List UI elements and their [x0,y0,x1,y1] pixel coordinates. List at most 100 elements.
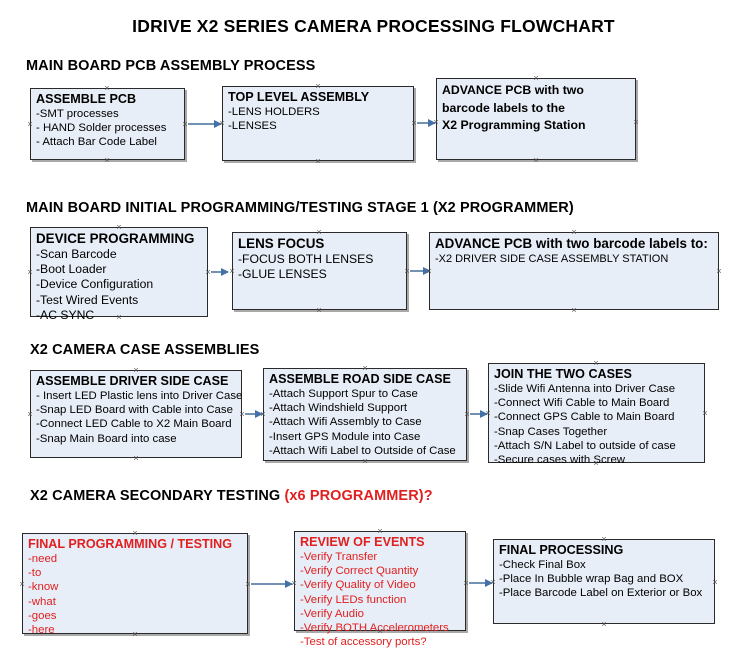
connection-handle[interactable] [484,409,493,418]
connection-handle[interactable] [425,267,434,276]
connection-handle[interactable] [711,578,720,587]
box-content: REVIEW OF EVENTS -Verify Transfer -Verif… [295,532,465,649]
box-item: -Verify Transfer [300,551,378,563]
box-header: DEVICE PROGRAMMING [36,231,195,246]
box-item: -Attach Windshield Support [269,402,408,415]
box-item: -LENSES [228,120,277,133]
box-header: REVIEW OF EVENTS [300,535,425,549]
box-item: -to [28,567,42,580]
box-item: -Verify Correct Quantity [300,565,419,578]
flow-arrow [188,119,222,128]
connection-handle[interactable] [228,267,237,276]
connection-handle[interactable] [26,268,35,277]
connection-handle[interactable] [259,410,268,419]
connection-handle[interactable] [701,409,710,418]
box-item: -Verify Quality of Video [300,579,416,592]
box-content: ADVANCE PCB with two barcode labels to: … [430,233,718,267]
box-content: FINAL PROCESSING -Check Final Box -Place… [494,540,714,601]
connection-handle[interactable] [361,457,370,466]
box-item: - Insert LED Plastic lens into Driver Ca… [36,390,243,402]
process-box-assemble-driver-side-case[interactable]: ASSEMBLE DRIVER SIDE CASE - Insert LED P… [30,370,242,458]
connection-handle[interactable] [715,267,724,276]
box-item: X2 Programming Station [442,118,586,132]
box-item: -FOCUS BOTH LENSES [238,252,374,266]
connection-handle[interactable] [532,156,541,165]
box-item: - Attach Bar Code Label [36,136,157,149]
process-box-advance-pcb-driver-station[interactable]: ADVANCE PCB with two barcode labels to: … [429,232,719,310]
box-item: -need [28,553,58,565]
process-box-top-level-assembly[interactable]: TOP LEVEL ASSEMBLY -LENS HOLDERS -LENSES [222,86,414,161]
connection-handle[interactable] [632,118,641,127]
connection-handle[interactable] [315,228,324,237]
connection-handle[interactable] [600,620,609,629]
connection-handle[interactable] [314,82,323,91]
connection-handle[interactable] [600,535,609,544]
box-item: -Device Configuration [36,277,154,292]
connection-handle[interactable] [489,578,498,587]
box-content: ASSEMBLE DRIVER SIDE CASE - Insert LED P… [31,371,243,446]
connection-handle[interactable] [18,580,27,589]
box-item: -Insert GPS Module into Case [269,430,421,443]
box-content: ADVANCE PCB with two barcode labels to t… [437,79,635,135]
connection-handle[interactable] [131,630,140,639]
box-item: barcode labels to the [442,100,565,115]
connection-handle[interactable] [532,74,541,83]
box-header: ASSEMBLE PCB [36,92,137,106]
box-item: -SMT processes [36,108,119,120]
box-item: -Verify LEDs function [300,593,407,606]
process-box-lens-focus[interactable]: LENS FOCUS -FOCUS BOTH LENSES -GLUE LENS… [232,232,407,310]
connection-handle[interactable] [314,157,323,166]
section-heading-2: MAIN BOARD INITIAL PROGRAMMING/TESTING S… [26,200,574,216]
process-box-advance-pcb-station[interactable]: ADVANCE PCB with two barcode labels to t… [436,78,636,160]
box-item: -what [28,595,56,608]
box-item: -Place In Bubble wrap Bag and BOX [499,573,684,586]
box-item: -Test Wired Events [36,292,139,307]
connection-handle[interactable] [115,313,124,322]
box-item: -Attach Wifi Assembly to Case [269,416,422,429]
box-content: JOIN THE TWO CASES -Slide Wifi Antenna i… [489,364,704,467]
connection-handle[interactable] [592,459,601,468]
connection-handle[interactable] [315,306,324,315]
section-heading-3: X2 CAMERA CASE ASSEMBLIES [30,342,260,358]
connection-handle[interactable] [103,84,112,93]
connection-handle[interactable] [592,359,601,368]
box-item: -goes [28,609,57,622]
box-item: -Connect GPS Cable to Main Board [494,411,675,424]
connection-handle[interactable] [218,119,227,128]
box-item: -Connect LED Cable to X2 Main Board [36,418,232,431]
box-item: -know [28,581,59,594]
connection-handle[interactable] [290,579,299,588]
connection-handle[interactable] [432,118,441,127]
process-box-assemble-road-side-case[interactable]: ASSEMBLE ROAD SIDE CASE -Attach Support … [263,368,467,461]
connection-handle[interactable] [132,366,141,375]
box-item: -here [28,624,55,637]
process-box-assemble-pcb[interactable]: ASSEMBLE PCB -SMT processes - HAND Solde… [30,88,185,160]
box-content: LENS FOCUS -FOCUS BOTH LENSES -GLUE LENS… [233,233,406,282]
process-box-review-of-events[interactable]: REVIEW OF EVENTS -Verify Transfer -Verif… [294,531,466,648]
process-box-final-processing[interactable]: FINAL PROCESSING -Check Final Box -Place… [493,539,715,624]
connection-handle[interactable] [361,364,370,373]
box-item: -GLUE LENSES [238,267,327,282]
process-box-final-programming-testing[interactable]: FINAL PROGRAMMING / TESTING -need -to -k… [22,533,248,637]
connection-handle[interactable] [570,306,579,315]
connection-handle[interactable] [115,223,124,232]
process-box-join-the-two-cases[interactable]: JOIN THE TWO CASES -Slide Wifi Antenna i… [488,363,705,466]
connection-handle[interactable] [103,156,112,165]
box-item: -Check Final Box [499,559,586,571]
connection-handle[interactable] [26,120,35,129]
box-header: ASSEMBLE DRIVER SIDE CASE [36,374,229,388]
box-item: -Slide Wifi Antenna into Driver Case [494,383,676,395]
box-item: -Snap LED Board with Cable into Case [36,404,233,417]
section-heading-4-accent: (x6 PROGRAMMER)? [284,488,433,504]
connection-handle[interactable] [26,410,35,419]
box-item: -Attach Wifi Label to Outside of Case [269,444,456,457]
box-item: - HAND Solder processes [36,122,167,135]
connection-handle[interactable] [570,228,579,237]
connection-handle[interactable] [376,627,385,636]
connection-handle[interactable] [132,454,141,463]
connection-handle[interactable] [376,527,385,536]
process-box-device-programming[interactable]: DEVICE PROGRAMMING -Scan Barcode -Boot L… [30,227,208,322]
box-header: ADVANCE PCB with two [442,83,584,97]
connection-handle[interactable] [131,529,140,538]
box-header: FINAL PROCESSING [499,543,624,557]
